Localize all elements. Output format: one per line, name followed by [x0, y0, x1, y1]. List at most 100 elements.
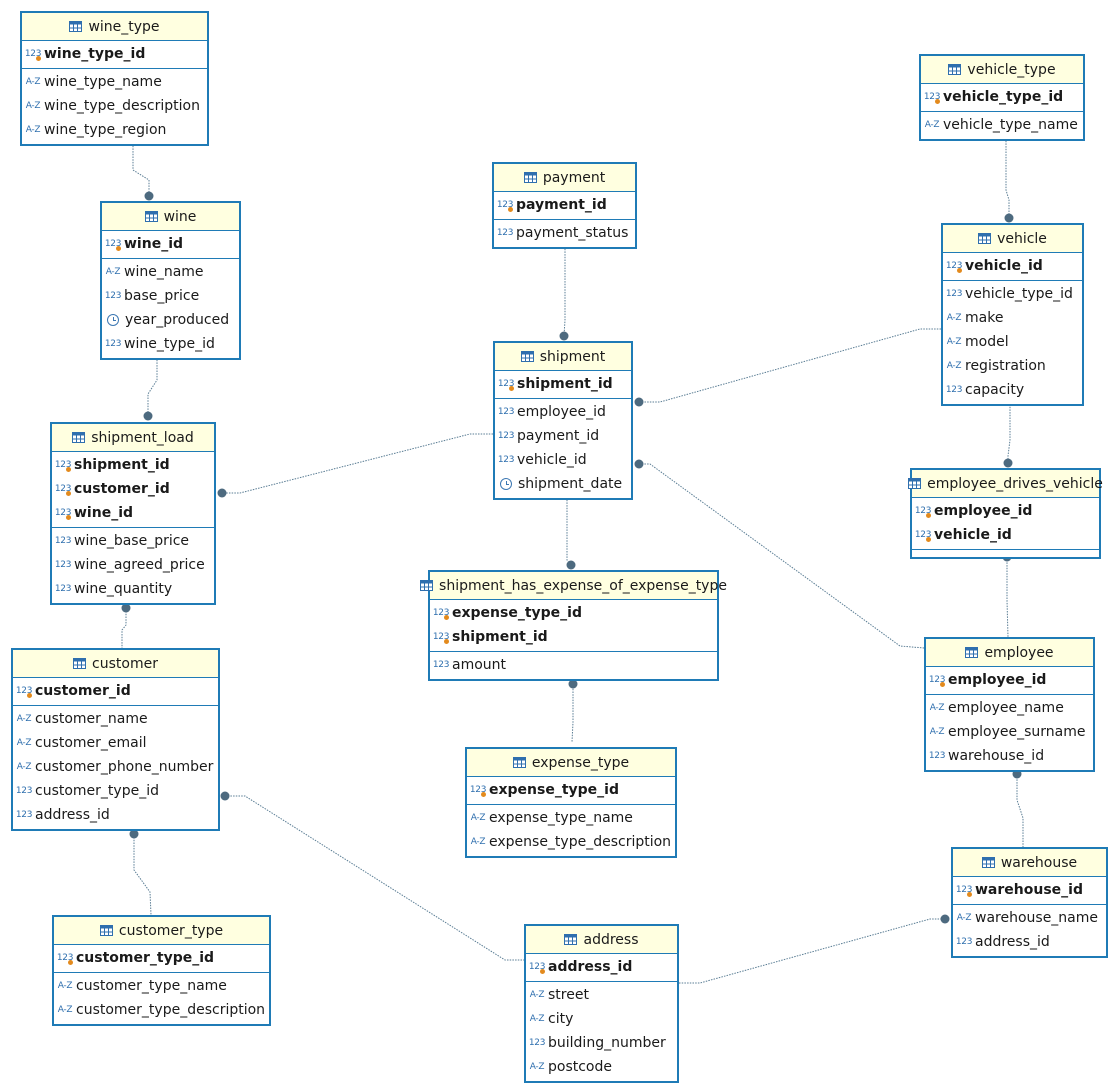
entity-header[interactable]: customer_type [54, 917, 269, 945]
relationship-line[interactable] [679, 918, 945, 984]
entity-header[interactable]: warehouse [953, 849, 1106, 877]
relationship-line[interactable] [222, 433, 493, 494]
entity-header[interactable]: shipment [495, 343, 631, 371]
relationship-line[interactable] [121, 603, 127, 648]
entity-header[interactable]: shipment_has_expense_of_expense_type [420, 572, 727, 600]
relationship-line[interactable] [1005, 138, 1010, 218]
entity-header[interactable]: employee [926, 639, 1093, 667]
relationship-line[interactable] [133, 829, 152, 916]
column[interactable]: year_produced [102, 308, 239, 332]
entity-header[interactable]: employee_drives_vehicle [908, 470, 1103, 498]
column[interactable]: shipment_date [495, 472, 631, 496]
entity-header[interactable]: vehicle [943, 225, 1082, 253]
relationship-line[interactable] [1007, 404, 1011, 463]
relationship-line[interactable] [132, 143, 150, 196]
relationship-line[interactable] [563, 246, 566, 337]
relationship-line[interactable] [1006, 557, 1009, 638]
entity-header[interactable]: customer [13, 650, 218, 678]
relationship-line[interactable] [147, 357, 158, 416]
entity-header[interactable]: wine [102, 203, 239, 231]
relationship-line[interactable] [639, 328, 941, 403]
entity-header[interactable]: address [526, 926, 677, 954]
relationship-line[interactable] [1016, 774, 1024, 847]
entity-header[interactable]: payment [494, 164, 635, 192]
relationship-line[interactable] [571, 678, 574, 743]
relationship-line[interactable] [566, 497, 572, 566]
entity-header[interactable]: shipment_load [52, 424, 214, 452]
entity-header[interactable]: vehicle_type [921, 56, 1083, 84]
entity-header[interactable]: expense_type [467, 749, 675, 777]
